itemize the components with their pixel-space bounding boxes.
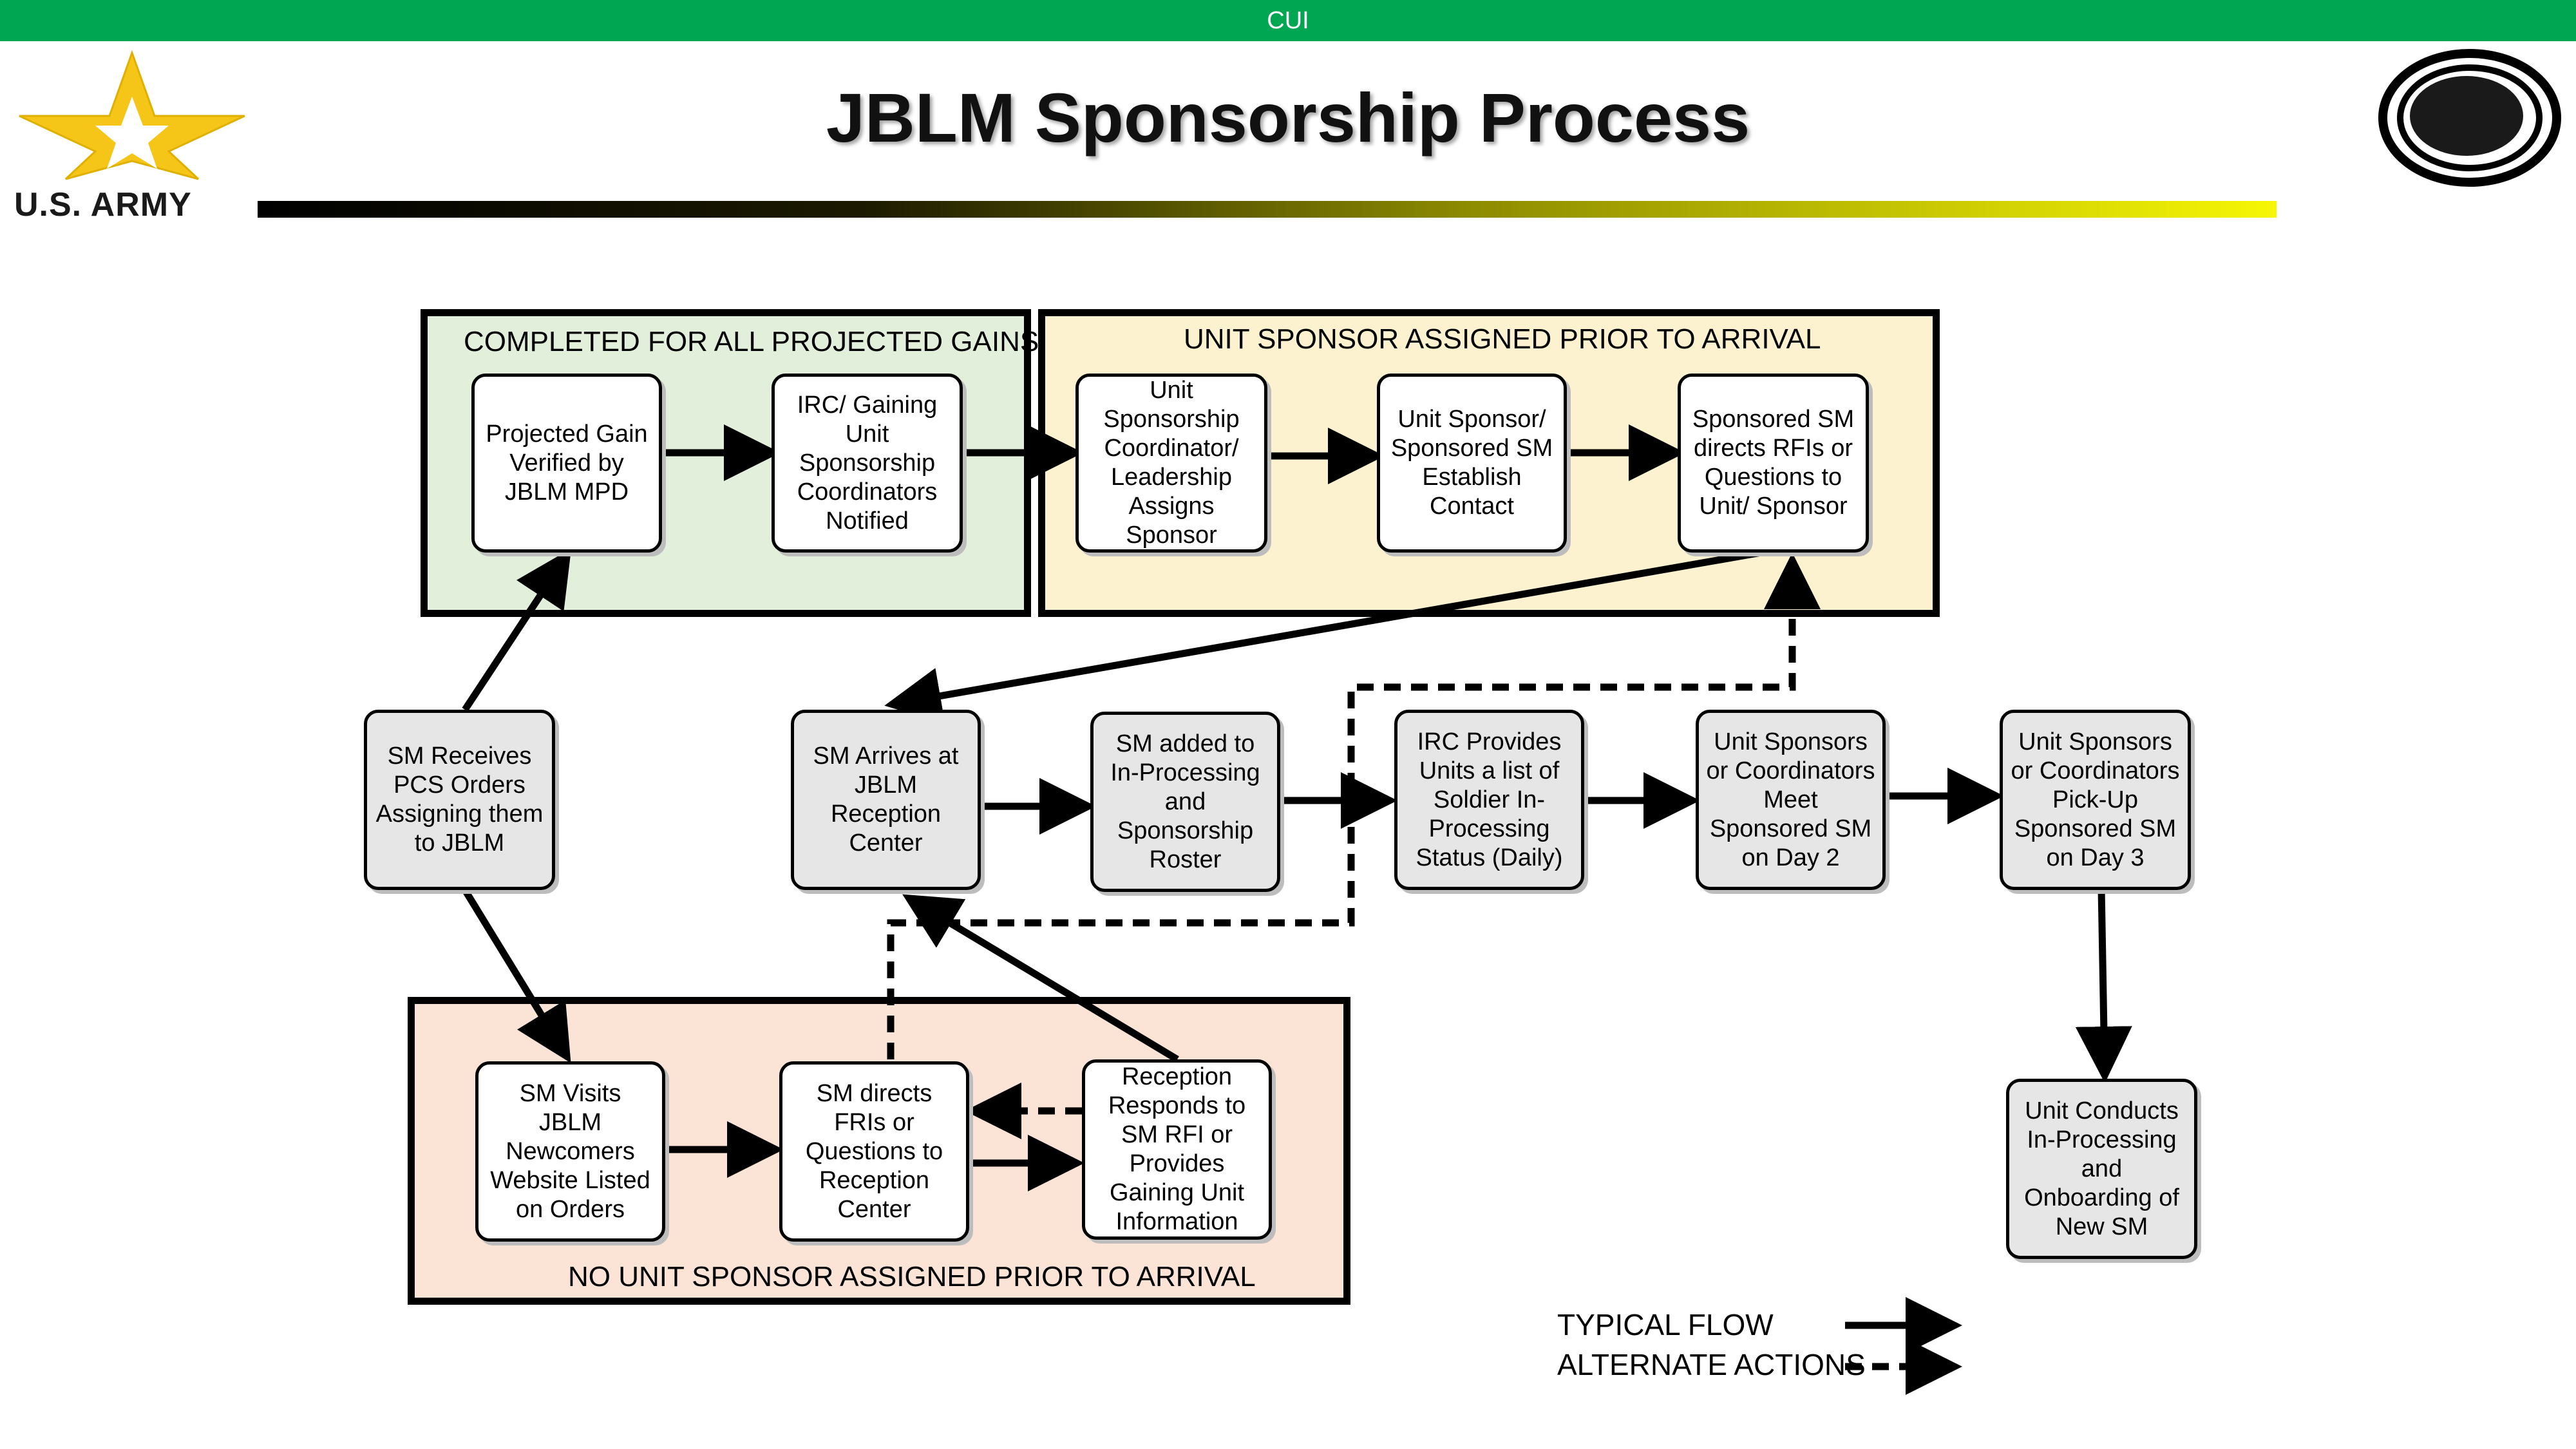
cui-banner: CUI bbox=[0, 0, 2576, 41]
node-pickup-day3: Unit Sponsors or Coordinators Pick-Up Sp… bbox=[2000, 710, 2191, 890]
node-pcs-orders: SM Receives PCS Orders Assigning them to… bbox=[364, 710, 555, 890]
header-graphics bbox=[19, 49, 2561, 187]
army-star-icon bbox=[19, 50, 245, 180]
dashed-arrow-directs-to-irc-list bbox=[887, 553, 1821, 1059]
node-irc-list: IRC Provides Units a list of Soldier In-… bbox=[1394, 710, 1584, 890]
node-directs-fris: SM directs FRIs or Questions to Receptio… bbox=[779, 1061, 969, 1242]
node-coordinator-assigns: Unit Sponsorship Coordinator/ Leadership… bbox=[1075, 374, 1267, 553]
region-completed-label: COMPLETED FOR ALL PROJECTED GAINS bbox=[464, 326, 1039, 357]
arrow-rfis-to-arrives bbox=[884, 549, 1762, 724]
node-newcomers-site: SM Visits JBLM Newcomers Website Listed … bbox=[475, 1061, 665, 1242]
node-arrives-reception: SM Arrives at JBLM Reception Center bbox=[791, 710, 981, 890]
node-reception-responds: Reception Responds to SM RFI or Provides… bbox=[1082, 1059, 1272, 1240]
classification-label: CUI bbox=[1267, 7, 1309, 34]
node-establish-contact: Unit Sponsor/ Sponsored SM Establish Con… bbox=[1377, 374, 1567, 553]
node-onboarding: Unit Conducts In-Processing and Onboardi… bbox=[2006, 1079, 2197, 1259]
arrow-pickup-to-onboarding bbox=[2075, 888, 2132, 1083]
arrow-pcs-to-projected bbox=[462, 548, 572, 712]
region-unit-sponsor-label: UNIT SPONSOR ASSIGNED PRIOR TO ARRIVAL bbox=[1184, 323, 1821, 355]
title-underline bbox=[258, 201, 2277, 218]
unit-patch-icon bbox=[2378, 49, 2561, 187]
node-meet-day2: Unit Sponsors or Coordinators Meet Spons… bbox=[1696, 710, 1886, 890]
node-sponsored-rfis: Sponsored SM directs RFIs or Questions t… bbox=[1678, 374, 1869, 553]
arrow-pcs-to-newcomers bbox=[462, 888, 571, 1063]
arrow-reception-to-arrives bbox=[902, 894, 1179, 1063]
node-inprocessing-roster: SM added to In-Processing and Sponsorshi… bbox=[1090, 712, 1280, 892]
node-projected-gain: Projected Gain Verified by JBLM MPD bbox=[471, 374, 662, 553]
legend-typical-label: TYPICAL FLOW bbox=[1557, 1308, 1774, 1341]
army-wordmark: U.S. ARMY bbox=[14, 186, 192, 223]
page-title: JBLM Sponsorship Process bbox=[826, 79, 1750, 156]
region-no-sponsor-label: NO UNIT SPONSOR ASSIGNED PRIOR TO ARRIVA… bbox=[568, 1261, 1256, 1293]
legend-alternate-label: ALTERNATE ACTIONS bbox=[1557, 1348, 1866, 1381]
node-irc-notified: IRC/ Gaining Unit Sponsorship Coordinato… bbox=[772, 374, 963, 553]
